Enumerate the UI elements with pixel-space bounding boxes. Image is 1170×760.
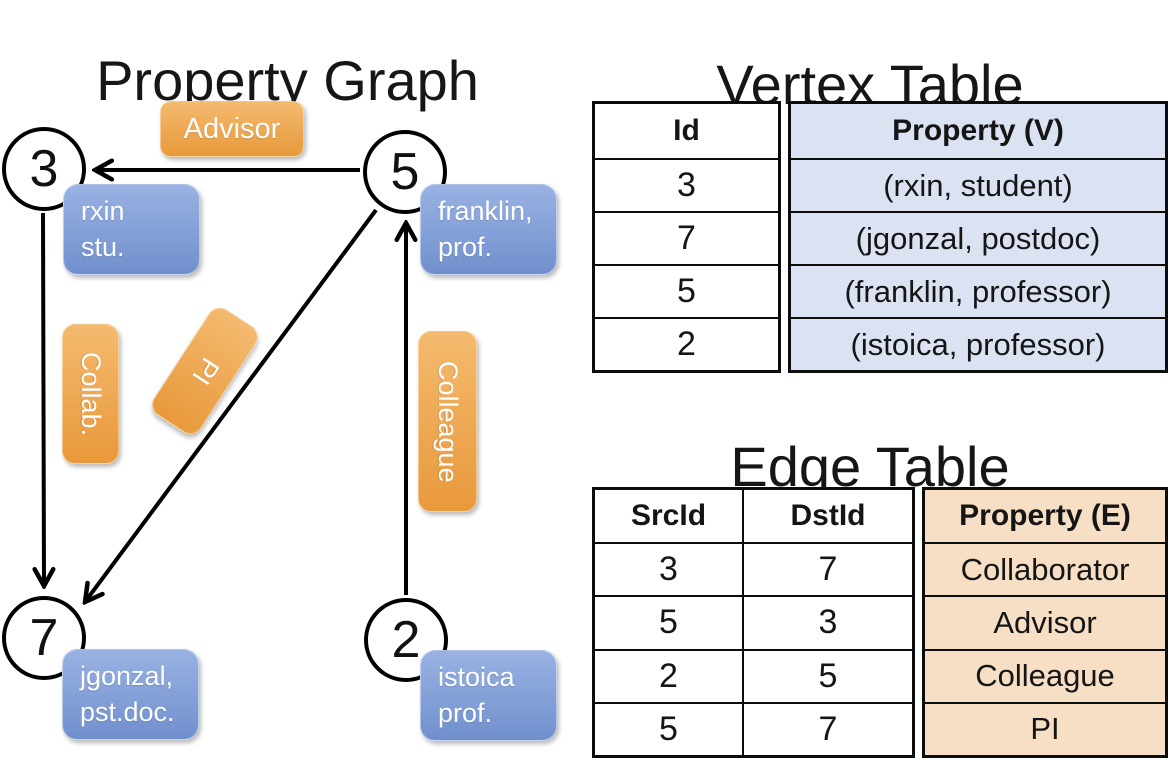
edge-label-text: Colleague xyxy=(433,360,463,483)
edge-label-advisor: Advisor xyxy=(160,101,304,157)
table-cell: (jgonzal, postdoc) xyxy=(791,211,1165,264)
edge-label-collab: Collab. xyxy=(62,324,119,464)
vertex-table-property-column: Property (V) (rxin, student) (jgonzal, p… xyxy=(788,101,1168,373)
vertex-prop-box-5: franklin, prof. xyxy=(420,184,557,275)
vertex-node-2: 2 xyxy=(364,598,448,682)
table-cell: 7 xyxy=(595,211,778,264)
column-header-id: Id xyxy=(673,114,700,147)
table-cell: 3 xyxy=(595,158,778,211)
table-cell: 2 xyxy=(595,648,742,702)
table-cell: (rxin, student) xyxy=(791,158,1165,211)
column-header-srcid: SrcId xyxy=(630,499,707,532)
edge-pi-line xyxy=(85,208,378,602)
vertex-prop-line: istoica xyxy=(438,662,515,692)
table-cell: 5 xyxy=(595,595,742,648)
vertex-prop-line: stu. xyxy=(81,231,125,262)
vertex-node-id: 7 xyxy=(29,609,59,667)
vertex-node-5: 5 xyxy=(363,130,447,214)
column-header-property-v: Property (V) xyxy=(892,114,1064,147)
vertex-prop-line: rxin xyxy=(81,196,125,226)
edge-collab-line xyxy=(43,212,44,586)
vertex-node-id: 2 xyxy=(391,611,421,669)
edge-label-text: PI xyxy=(185,352,225,391)
table-cell: 5 xyxy=(595,264,778,317)
vertex-prop-line: prof. xyxy=(438,231,493,262)
table-cell: Collaborator xyxy=(925,542,1165,595)
vertex-prop-line: prof. xyxy=(438,697,493,728)
vertex-prop-line: franklin, xyxy=(438,196,533,226)
vertex-prop-line: pst.doc. xyxy=(80,696,175,727)
edge-label-text: Advisor xyxy=(183,112,281,145)
table-cell: 2 xyxy=(595,317,778,370)
table-cell: (istoica, professor) xyxy=(791,317,1165,370)
table-cell: PI xyxy=(925,701,1165,755)
edge-table-property-column: Property (E) Collaborator Advisor Collea… xyxy=(922,487,1168,758)
table-cell: Colleague xyxy=(925,648,1165,702)
edge-table-id-columns: SrcId DstId 3 7 5 3 2 5 5 7 xyxy=(592,487,915,758)
column-header-property-e: Property (E) xyxy=(959,499,1131,532)
vertex-node-id: 3 xyxy=(29,140,59,198)
graph-edges-layer xyxy=(0,0,585,760)
table-cell: 7 xyxy=(742,542,912,596)
table-cell: 7 xyxy=(742,701,912,755)
table-cell: 3 xyxy=(595,542,742,595)
column-header-dstid: DstId xyxy=(742,490,912,542)
table-cell: (franklin, professor) xyxy=(791,264,1165,317)
vertex-node-id: 5 xyxy=(390,143,420,201)
edge-label-text: Collab. xyxy=(76,351,106,437)
edge-label-colleague: Colleague xyxy=(418,331,477,512)
vertex-prop-box-7: jgonzal, pst.doc. xyxy=(62,649,199,740)
vertex-prop-line: jgonzal, xyxy=(80,661,174,691)
table-cell: 5 xyxy=(595,701,742,755)
vertex-prop-box-2: istoica prof. xyxy=(420,650,557,741)
vertex-table-id-column: Id 3 7 5 2 xyxy=(592,101,781,373)
table-cell: 3 xyxy=(742,595,912,649)
vertex-prop-box-3: rxin stu. xyxy=(63,184,200,275)
table-cell: 5 xyxy=(742,648,912,702)
table-cell: Advisor xyxy=(925,595,1165,648)
